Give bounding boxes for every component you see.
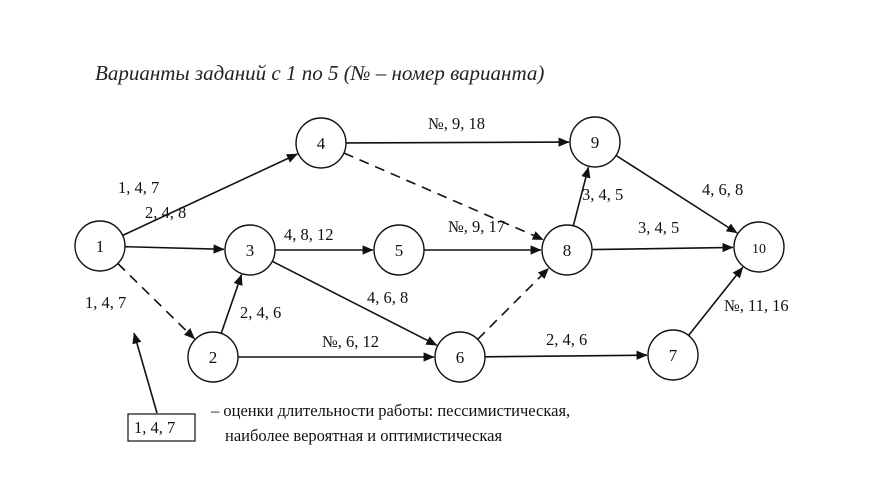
edge-label-2-3: 2, 4, 6 xyxy=(240,303,281,322)
edge-label-1-3: 2, 4, 8 xyxy=(145,203,186,222)
node-circle-9 xyxy=(569,116,621,168)
legend-box-label: 1, 4, 7 xyxy=(134,418,175,437)
edge-2-3 xyxy=(220,274,243,334)
edge-label-2-6: №, 6, 12 xyxy=(322,332,379,351)
edges-layer xyxy=(117,137,744,362)
edge-label-6-7: 2, 4, 6 xyxy=(546,330,587,349)
legend-box xyxy=(127,413,196,442)
edge-labels-layer: 1, 4, 7 2, 4, 8 1, 4, 7 2, 4, 6 №, 6, 12 4, 8… xyxy=(85,114,789,351)
edge-4-8 xyxy=(343,152,544,241)
node-circle-4 xyxy=(295,117,347,169)
edge-label-7-10: №, 11, 16 xyxy=(724,296,789,315)
legend: 1, 4, 7 – оценки длительности работы: пе… xyxy=(127,332,570,445)
node-circle-6 xyxy=(434,331,486,383)
nodes-layer: 1 2 3 4 5 6 7 8 9 10 xyxy=(74,116,785,383)
node-label-5: 5 xyxy=(395,241,404,260)
edge-1-4 xyxy=(122,153,298,237)
node-circle-10 xyxy=(733,221,785,273)
node-circle-1 xyxy=(74,220,126,272)
edge-label-3-6: 4, 6, 8 xyxy=(367,288,408,307)
node-circle-3 xyxy=(224,224,276,276)
node-2: 2 xyxy=(187,331,239,383)
node-label-2: 2 xyxy=(209,348,218,367)
node-label-4: 4 xyxy=(317,134,326,153)
edge-3-6 xyxy=(271,260,438,346)
node-circle-7 xyxy=(647,329,699,381)
node-6: 6 xyxy=(434,331,486,383)
diagram-title: Варианты заданий с 1 по 5 (№ – номер вар… xyxy=(95,61,544,85)
edge-label-3-5: 4, 8, 12 xyxy=(284,225,334,244)
node-label-3: 3 xyxy=(246,241,255,260)
node-circle-5 xyxy=(373,224,425,276)
legend-pointer-arrow xyxy=(132,332,158,414)
node-4: 4 xyxy=(295,117,347,169)
edge-1-2 xyxy=(117,262,196,340)
node-circle-8 xyxy=(541,224,593,276)
edge-label-1-4: 1, 4, 7 xyxy=(118,178,159,197)
node-label-8: 8 xyxy=(563,241,572,260)
edge-9-10 xyxy=(615,154,738,234)
node-9: 9 xyxy=(569,116,621,168)
node-label-7: 7 xyxy=(669,346,678,365)
edge-8-9 xyxy=(572,166,591,227)
node-3: 3 xyxy=(224,224,276,276)
edge-6-7 xyxy=(484,350,648,360)
node-7: 7 xyxy=(647,329,699,381)
legend-description-line1: – оценки длительности работы: пессимисти… xyxy=(210,401,570,420)
legend-description-line2: наиболее вероятная и оптимистическая xyxy=(225,426,502,445)
edge-8-10 xyxy=(591,242,734,253)
node-label-1: 1 xyxy=(96,237,105,256)
edge-4-9 xyxy=(345,137,570,147)
edge-label-1-2: 1, 4, 7 xyxy=(85,293,126,312)
edge-label-9-10: 4, 6, 8 xyxy=(702,180,743,199)
node-1: 1 xyxy=(74,220,126,272)
edge-label-8-9: 3, 4, 5 xyxy=(582,185,623,204)
node-10: 10 xyxy=(733,221,785,273)
node-label-6: 6 xyxy=(456,348,465,367)
node-label-10: 10 xyxy=(752,242,766,257)
edge-7-10 xyxy=(687,266,744,336)
edge-label-8-10: 3, 4, 5 xyxy=(638,218,679,237)
node-label-9: 9 xyxy=(591,133,600,152)
edge-label-5-8: №, 9, 17 xyxy=(448,217,505,236)
edge-label-4-9: №, 9, 18 xyxy=(428,114,485,133)
edge-1-3 xyxy=(124,244,225,254)
node-5: 5 xyxy=(373,224,425,276)
node-circle-2 xyxy=(187,331,239,383)
node-8: 8 xyxy=(541,224,593,276)
edge-6-8 xyxy=(477,267,550,340)
